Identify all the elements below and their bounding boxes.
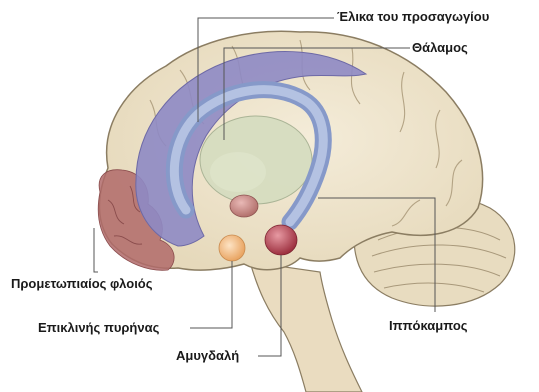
label-cingulate-gyrus: Έλικα του προσαγωγίου [337,9,489,25]
brain-stem [250,262,362,392]
midbrain-nucleus [230,195,258,217]
amygdala-node [219,235,245,261]
leader-prefrontal [94,228,98,272]
hippocampus-node [265,225,297,255]
label-nucleus-accumbens: Επικλινής πυρήνας [38,320,159,336]
label-prefrontal-cortex: Προμετωπιαίος φλοιός [11,276,153,292]
label-thalamus: Θάλαμος [412,40,468,56]
label-hippocampus: Ιππόκαμπος [389,318,468,334]
leader-accumbens [190,261,232,328]
label-amygdala: Αμυγδαλή [176,348,239,364]
